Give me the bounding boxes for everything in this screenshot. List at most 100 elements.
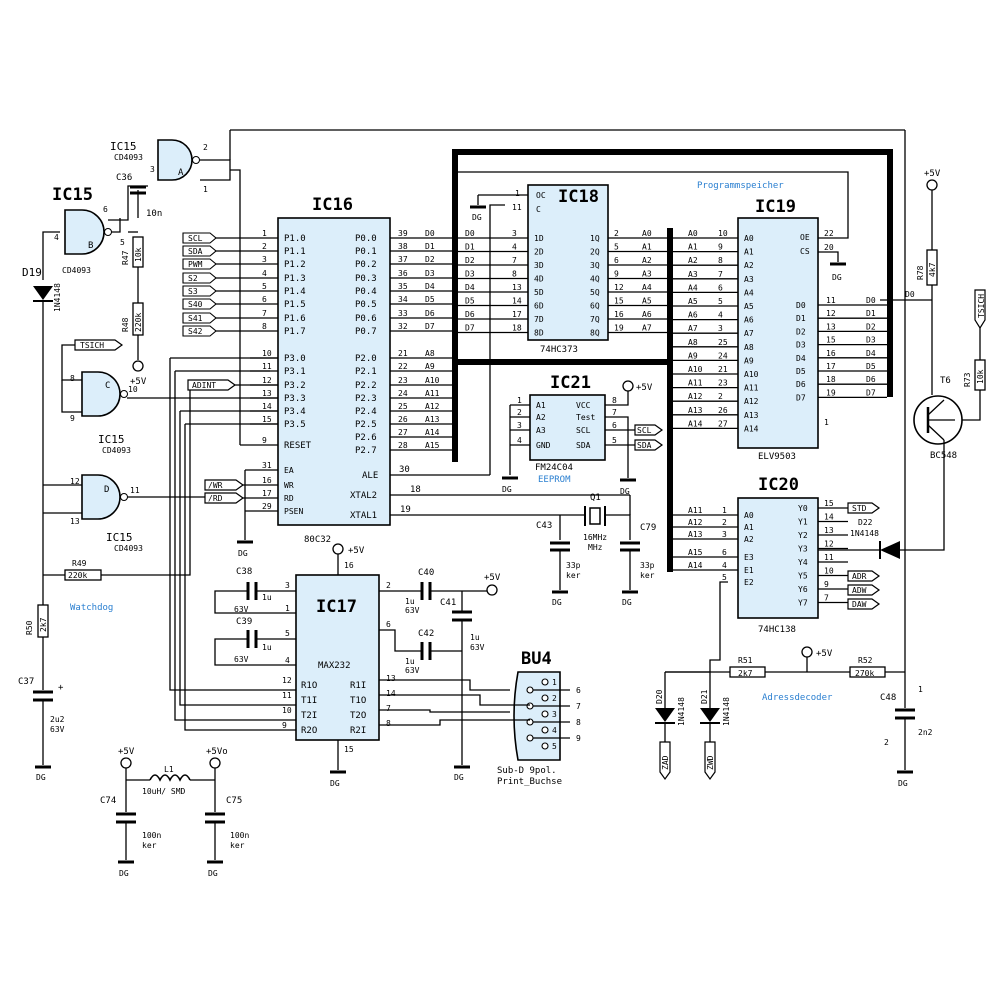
ic16-pin-label: P0.5 <box>355 300 377 310</box>
ic16-pin-label: P3.5 <box>284 420 306 430</box>
ic16-bus-signal: D4 <box>425 282 435 291</box>
ic16-xtal2-num: 18 <box>410 485 421 495</box>
ic16-pin-label: P0.3 <box>355 274 377 284</box>
svg-text:C41: C41 <box>440 598 456 608</box>
svg-text:220k: 220k <box>68 571 87 580</box>
ic16-name: IC16 <box>312 195 353 215</box>
ic16-bus-signal: A8 <box>425 349 435 358</box>
svg-text:D22: D22 <box>858 518 873 527</box>
d21-diode: D21 1N4148 ZWD <box>665 581 731 781</box>
ic16-bus-signal: D5 <box>425 295 435 304</box>
svg-text:2k7: 2k7 <box>738 669 753 678</box>
ic19-addr-num: 10 <box>718 229 728 238</box>
ic16-p1-flag: SCL <box>182 232 217 244</box>
ic18-name: IC18 <box>558 187 599 207</box>
svg-text:15: 15 <box>344 745 354 754</box>
svg-text:T6: T6 <box>940 376 951 386</box>
svg-text:R47: R47 <box>121 250 130 265</box>
ic19-addr-num: 9 <box>718 243 723 252</box>
ic18-in-label: 8D <box>534 329 544 338</box>
ic21-left-num: 1 <box>517 396 522 405</box>
ic20-in-label: A0 <box>744 511 754 520</box>
ic16-bus-signal: A11 <box>425 389 440 398</box>
bu4-pin-a <box>541 742 549 750</box>
ic19-type: ELV9503 <box>758 452 796 462</box>
ic19-addr-label: A8 <box>744 343 754 352</box>
l1-inductor: +5V +5Vo L1 10uH/ SMD <box>118 747 228 812</box>
ic16-p1-flag: PWM <box>182 258 217 270</box>
ic17-type: MAX232 <box>318 661 351 671</box>
ic17-name: IC17 <box>316 597 357 617</box>
svg-text:2u2: 2u2 <box>50 715 65 724</box>
ic16-pin-num: 23 <box>398 376 408 385</box>
ic16-bus-signal: A12 <box>425 402 440 411</box>
signal-flag-label: S42 <box>188 327 203 336</box>
svg-text:MHz: MHz <box>588 543 603 552</box>
r50-resistor: R50 2k7 Watchdog <box>25 603 113 690</box>
ic19-addr-signal: A10 <box>688 365 703 374</box>
svg-text:C48: C48 <box>880 693 896 703</box>
svg-text:IC15: IC15 <box>52 185 93 205</box>
svg-text:L1: L1 <box>164 765 174 774</box>
svg-text:ZWD: ZWD <box>706 755 715 770</box>
ic16-pin-num: 1 <box>262 229 267 238</box>
svg-text:STD: STD <box>852 504 867 513</box>
svg-text:C75: C75 <box>226 796 242 806</box>
bu4-pin-num: 3 <box>552 710 557 719</box>
svg-text:1: 1 <box>285 604 290 613</box>
zwd-flag: ZWD <box>704 741 716 781</box>
ic16-pin-num: 26 <box>398 415 408 424</box>
bu4-pin-a <box>541 710 549 718</box>
ic18-oc: OC <box>536 191 546 200</box>
c48-capacitor: C48 1 2 2n2 DG <box>880 685 933 788</box>
ic16-ctrl-label: PSEN <box>284 507 303 516</box>
ic19-addr-signal: A0 <box>688 229 698 238</box>
svg-text:10n: 10n <box>146 209 162 219</box>
ic16-pin-num: 4 <box>262 269 267 278</box>
ic16-bus-signal: A13 <box>425 415 440 424</box>
ic16-pin-label: P1.5 <box>284 300 306 310</box>
ic19-addr-signal: A13 <box>688 406 703 415</box>
ic16-pin-num: 32 <box>398 322 408 331</box>
ic19-addr-signal: A7 <box>688 324 698 333</box>
ic20-out-num: 14 <box>824 513 834 522</box>
r78-resistor: +5V R78 4k7 D0 <box>880 169 941 395</box>
ic20-in-label: A2 <box>744 535 754 544</box>
ic16-pin-label: P3.0 <box>284 354 306 364</box>
svg-text:DG: DG <box>208 869 218 878</box>
svg-text:100n: 100n <box>142 831 161 840</box>
ic21-left-label: A2 <box>536 413 546 422</box>
ic19-addr-label: A2 <box>744 261 754 270</box>
ic17-left-label: T2I <box>301 711 317 721</box>
svg-text:3: 3 <box>150 165 155 174</box>
svg-text:DG: DG <box>36 773 46 782</box>
svg-text:SDA: SDA <box>637 441 652 450</box>
d19-diode: D19 1N4148 <box>22 266 62 605</box>
c42-capacitor: C42 1u 63V 6 <box>379 620 462 675</box>
ic19-addr-label: A9 <box>744 356 754 365</box>
ic20-en-signal: A15 <box>688 548 703 557</box>
signal-flag-shape <box>182 312 217 324</box>
ic18-out-label: 3Q <box>590 261 600 270</box>
svg-text:OE: OE <box>800 233 810 242</box>
ic16-p1-flag: S41 <box>182 312 217 324</box>
ic18-d-signal: D0 <box>465 229 475 238</box>
svg-text:SCL: SCL <box>637 426 652 435</box>
ic19-data-signal: D4 <box>866 349 876 358</box>
svg-text:R73: R73 <box>963 372 972 387</box>
ic16-ctrl-num: 17 <box>262 489 272 498</box>
svg-text:DG: DG <box>119 869 129 878</box>
signal-flag-label: S40 <box>188 300 203 309</box>
data-address-bus <box>452 149 893 572</box>
adint-flag: ADINT <box>187 379 237 391</box>
ic17-left-num: 10 <box>282 706 292 715</box>
signal-flag-shape <box>182 245 217 257</box>
std-flag: STD <box>847 502 881 514</box>
ic18-in-num: 3 <box>512 229 517 238</box>
bu4-pin-num: 5 <box>552 742 557 751</box>
ic19-data-num: 15 <box>826 336 836 345</box>
ic19-data-label: D1 <box>796 314 806 323</box>
svg-text:10k: 10k <box>134 247 143 262</box>
ic15a-gate: A IC15 CD4093 2 3 1 <box>110 129 905 194</box>
